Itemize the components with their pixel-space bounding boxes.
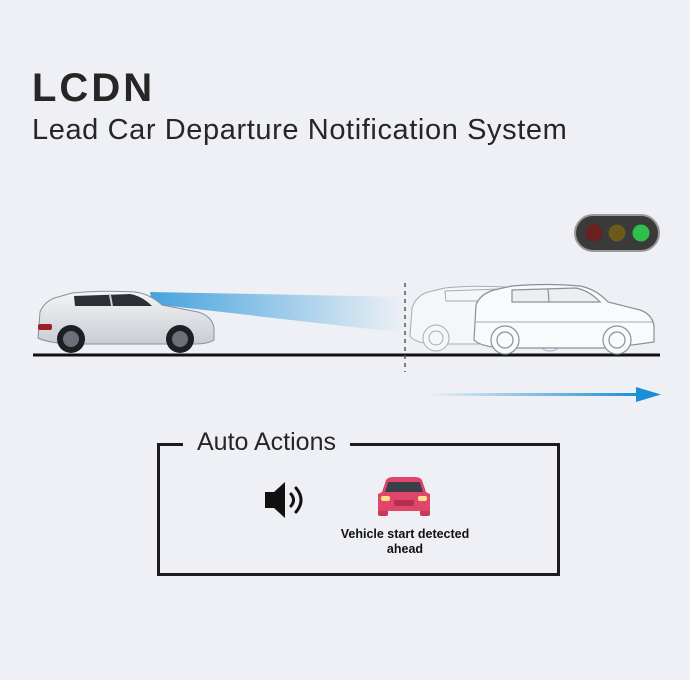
car-front-icon: [378, 477, 430, 516]
departure-arrow: [428, 387, 661, 402]
alert-message: Vehicle start detected ahead: [340, 527, 470, 556]
outline-suv-icon: [473, 283, 655, 355]
traffic-lamp-green: [632, 224, 650, 242]
traffic-light-icon: [574, 214, 660, 252]
page-subtitle: Lead Car Departure Notification System: [32, 114, 568, 146]
auto-actions-label: Auto Actions: [183, 428, 350, 457]
speaker-icon: [265, 482, 303, 518]
sensor-beam: [150, 292, 405, 333]
page-title: LCDN: [32, 66, 156, 110]
traffic-lamp-red: [585, 224, 603, 242]
traffic-lamp-yellow: [608, 224, 626, 242]
white-suv-icon: [37, 290, 215, 353]
auto-actions-frame: [157, 443, 560, 576]
